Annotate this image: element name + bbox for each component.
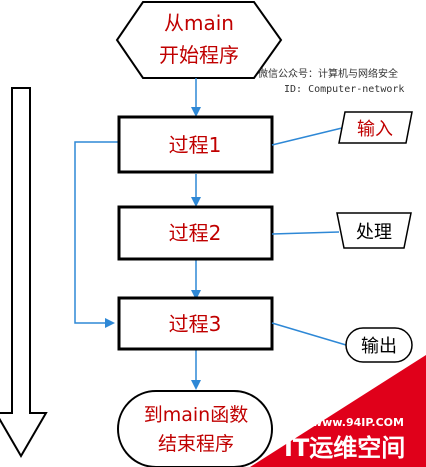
start-hexagon [115,0,283,79]
site-badge-background [250,355,426,467]
output-label: 输出 [361,336,397,357]
connector-step3-to-output [271,322,347,346]
connector-step1-to-input [271,127,343,146]
wechat-watermark-line: 微信公众号：计算机与网络安全 [258,67,398,80]
step2-box [117,205,274,261]
output-shape [345,327,413,363]
step3-label: 过程3 [169,312,222,336]
site-badge-url: www.94IP.COM [312,416,404,429]
process-shape [336,212,412,249]
step2-label: 过程2 [169,221,222,245]
id-watermark-line: ID: Computer-network [284,84,404,95]
site-badge-name: IT运维空间 [284,434,405,462]
step1-label: 过程1 [169,133,222,157]
connector-step1-bypass-to-step3 [74,141,119,328]
end-terminator [117,390,273,467]
input-shape [338,111,413,144]
direction-down-arrow [0,87,48,458]
step3-box [117,296,274,351]
connector-step2-to-process [271,231,340,235]
process-label: 处理 [356,222,392,243]
input-label: 输入 [357,119,393,140]
end-label-line2: 结束程序 [158,433,234,455]
start-label-line1: 从main [164,11,234,35]
start-label-line2: 开始程序 [159,43,239,67]
end-label-line1: 到main函数 [144,404,248,426]
